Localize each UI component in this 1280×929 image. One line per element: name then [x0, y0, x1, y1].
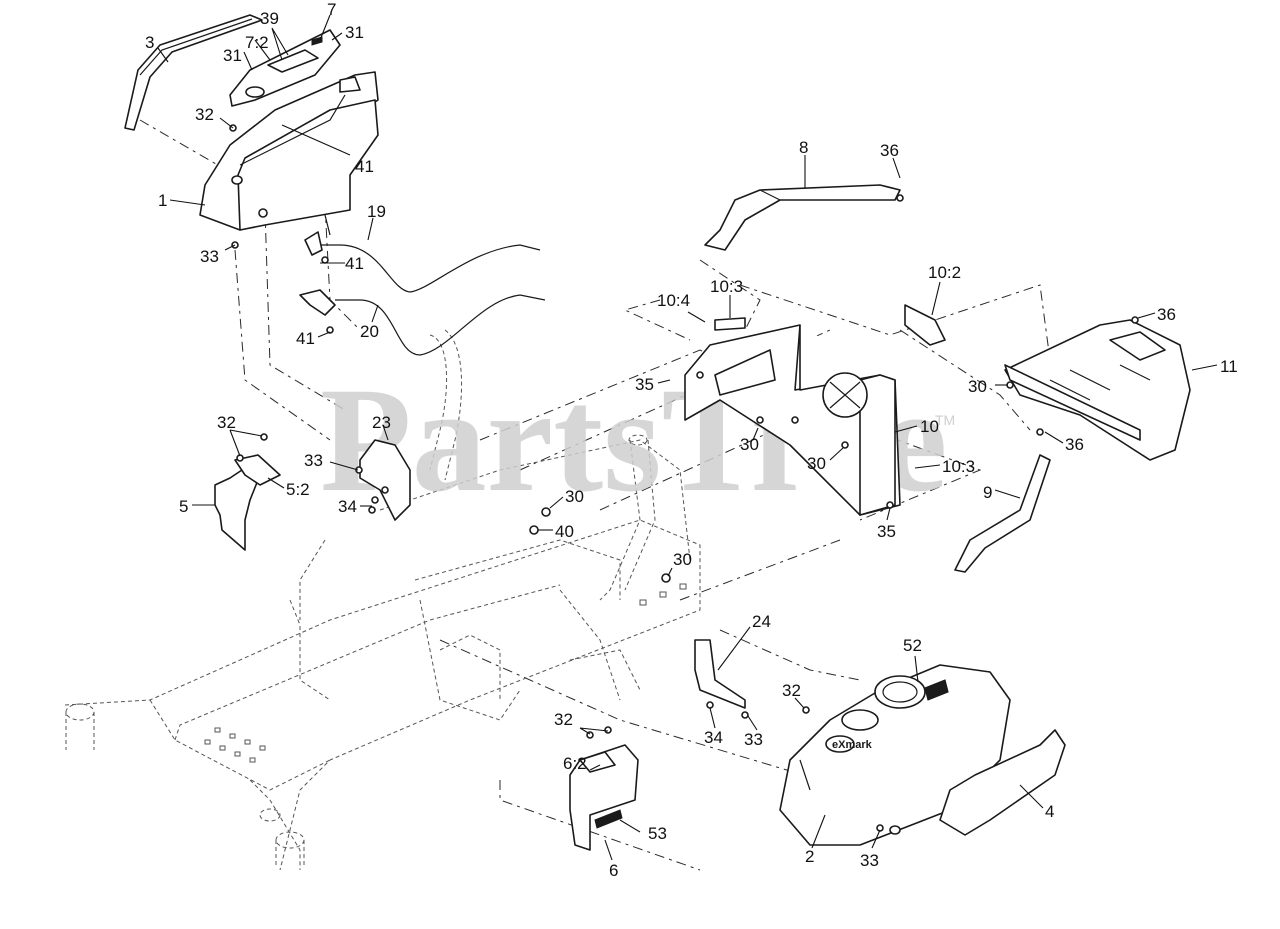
part-52-decal — [924, 679, 949, 701]
callout-33: 33 — [860, 851, 879, 870]
callout-30: 30 — [807, 454, 826, 473]
callout-34: 34 — [704, 728, 723, 747]
callout-10-3: 10:3 — [942, 457, 975, 476]
callout-7-2: 7:2 — [245, 33, 269, 52]
callout-3: 3 — [145, 33, 154, 52]
part-5-bracket — [214, 454, 281, 551]
part-3-trim — [124, 14, 263, 131]
callout-36: 36 — [880, 141, 899, 160]
part-6-bracket — [569, 744, 639, 851]
watermark-tm: TM — [935, 412, 955, 428]
frame-holes — [204, 583, 687, 763]
part-4-fender — [939, 729, 1066, 836]
callout-2: 2 — [805, 847, 814, 866]
callout-40: 40 — [555, 522, 574, 541]
callout-41: 41 — [345, 254, 364, 273]
callout-30: 30 — [740, 435, 759, 454]
callout-10-3: 10:3 — [710, 277, 743, 296]
callout-34: 34 — [338, 497, 357, 516]
part-11-cover — [1004, 319, 1191, 461]
callout-41: 41 — [355, 157, 374, 176]
callout-30: 30 — [673, 550, 692, 569]
callout-23: 23 — [372, 413, 391, 432]
callout-53: 53 — [648, 824, 667, 843]
callout-31: 31 — [223, 46, 242, 65]
callout-10-2: 10:2 — [928, 263, 961, 282]
callout-32: 32 — [195, 105, 214, 124]
callout-6-2: 6:2 — [563, 754, 587, 773]
callout-10-4: 10:4 — [657, 291, 690, 310]
callout-10: 10 — [920, 417, 939, 436]
callout-41: 41 — [296, 329, 315, 348]
part-8-rail — [704, 184, 901, 251]
callout-36: 36 — [1157, 305, 1176, 324]
callout-33: 33 — [744, 730, 763, 749]
callout-32: 32 — [782, 681, 801, 700]
callout-52: 52 — [903, 636, 922, 655]
assembly-guide-lines — [139, 119, 1051, 871]
callout-36: 36 — [1065, 435, 1084, 454]
callout-7: 7 — [327, 0, 336, 19]
callout-35: 35 — [877, 522, 896, 541]
callout-8: 8 — [799, 138, 808, 157]
callout-33: 33 — [304, 451, 323, 470]
callout-30: 30 — [968, 377, 987, 396]
callout-20: 20 — [360, 322, 379, 341]
part-19-cable — [304, 214, 541, 293]
callout-4: 4 — [1045, 802, 1054, 821]
callout-35: 35 — [635, 375, 654, 394]
callout-31: 31 — [345, 23, 364, 42]
callout-9: 9 — [983, 483, 992, 502]
part-20-cable — [299, 289, 546, 356]
callout-32: 32 — [217, 413, 236, 432]
callout-33: 33 — [200, 247, 219, 266]
callout-11: 11 — [1220, 357, 1238, 376]
part-23-bracket — [359, 439, 411, 521]
callout-5: 5 — [179, 497, 188, 516]
part-7-plate — [229, 29, 341, 107]
callout-32: 32 — [554, 710, 573, 729]
callout-24: 24 — [752, 612, 771, 631]
callout-labels: 3 39 7 7:2 31 31 32 41 1 19 33 41 20 41 … — [145, 0, 1238, 880]
callout-30: 30 — [565, 487, 584, 506]
leader-lines — [157, 14, 1218, 861]
callout-39: 39 — [260, 9, 279, 28]
callout-6: 6 — [609, 861, 618, 880]
callout-1: 1 — [158, 191, 167, 210]
part-24-bracket — [694, 639, 746, 709]
part-1-console — [199, 71, 379, 231]
mower-frame — [64, 329, 701, 871]
callout-19: 19 — [367, 202, 386, 221]
part-9-rail — [954, 454, 1051, 573]
callout-5-2: 5:2 — [286, 480, 310, 499]
brand-logo: eXmark — [832, 739, 873, 751]
